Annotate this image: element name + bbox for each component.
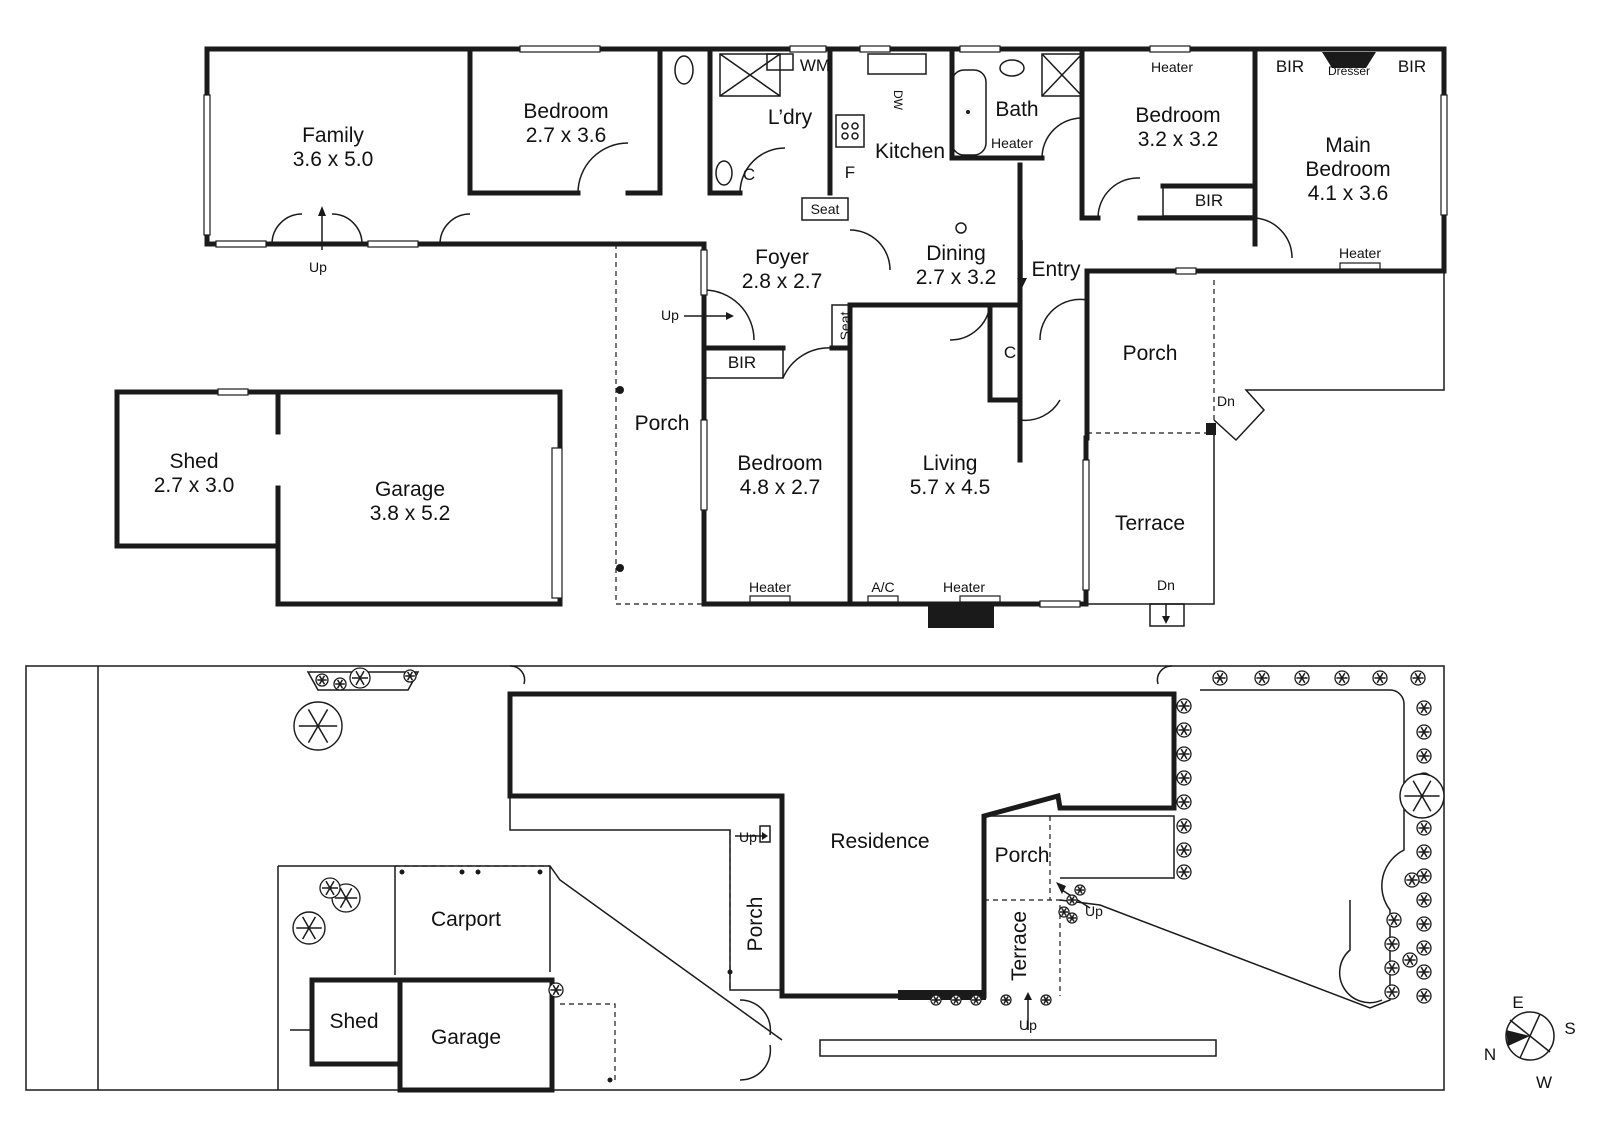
bedroom2-label: Bedroom [1135, 104, 1220, 127]
porch-side-label: Porch [635, 412, 690, 435]
terrace-label: Terrace [1115, 512, 1185, 535]
family-label: Family [302, 124, 364, 147]
up-label-foyer: Up [661, 307, 679, 323]
dn-label-porch: Dn [1217, 393, 1235, 409]
cupboard-label-1: C [743, 165, 755, 184]
compass-n: N [1484, 1045, 1496, 1064]
site-porch-label: Porch [995, 844, 1050, 867]
heater-label-1: Heater [1151, 59, 1193, 75]
carport-label: Carport [431, 908, 501, 931]
entry-label: Entry [1031, 258, 1081, 281]
bir-label-3: BIR [1195, 191, 1223, 210]
compass-rose: E S N W [1484, 993, 1576, 1092]
main-bedroom-label-2: Bedroom [1305, 158, 1390, 181]
shed-label: Shed [169, 450, 218, 473]
heater-label-2: Heater [991, 135, 1033, 151]
dining-dims: 2.7 x 3.2 [916, 266, 997, 289]
fridge-label: F [845, 163, 855, 182]
bir-label-2: BIR [1398, 57, 1426, 76]
site-garage-label: Garage [431, 1026, 501, 1049]
site-shed-label: Shed [329, 1010, 378, 1033]
heater-label-3: Heater [1339, 245, 1381, 261]
wm-label: WM [800, 56, 830, 75]
heater-label-4: Heater [749, 579, 791, 595]
site-terrace-label: Terrace [1008, 911, 1031, 981]
site-plan [25, 665, 1445, 1093]
residence-label: Residence [830, 830, 929, 853]
bedroom3-dims: 4.8 x 2.7 [740, 476, 821, 499]
family-dims: 3.6 x 5.0 [293, 148, 374, 171]
shed-dims: 2.7 x 3.0 [154, 474, 235, 497]
dw-label: DW [891, 90, 905, 111]
shed-garage-floor-plan [114, 388, 563, 607]
up-label-family: Up [309, 259, 327, 275]
ac-label: A/C [871, 579, 894, 595]
main-bedroom-label-1: Main [1325, 134, 1371, 157]
bedroom1-dims: 2.7 x 3.6 [526, 124, 607, 147]
bedroom3-label: Bedroom [737, 452, 822, 475]
site-vegetation [292, 667, 1445, 1006]
site-porch-side-label: Porch [744, 897, 767, 952]
porch-front-label: Porch [1123, 342, 1178, 365]
dresser-label: Dresser [1328, 64, 1370, 78]
seat-label-2: Seat [837, 311, 853, 340]
kitchen-label: Kitchen [875, 140, 945, 163]
foyer-dims: 2.8 x 2.7 [742, 270, 823, 293]
site-labels: Residence Porch Porch Terrace Carport Sh… [329, 829, 1103, 1049]
site-up-label-1: Up [739, 829, 757, 845]
bedroom1-label: Bedroom [523, 100, 608, 123]
dn-label-terrace: Dn [1157, 577, 1175, 593]
room-labels: Family 3.6 x 5.0 Bedroom 2.7 x 3.6 L’dry… [154, 98, 1391, 535]
main-bedroom-dims: 4.1 x 3.6 [1308, 182, 1389, 205]
bir-label-4: BIR [728, 353, 756, 372]
living-label: Living [923, 452, 978, 475]
seat-label-1: Seat [811, 201, 840, 217]
compass-w: W [1536, 1073, 1552, 1092]
compass-s: S [1564, 1019, 1575, 1038]
laundry-label: L’dry [768, 106, 813, 129]
bedroom2-dims: 3.2 x 3.2 [1138, 128, 1219, 151]
bath-label: Bath [995, 98, 1038, 121]
heater-label-5: Heater [943, 579, 985, 595]
garage-label: Garage [375, 478, 445, 501]
bir-label-1: BIR [1276, 57, 1304, 76]
living-dims: 5.7 x 4.5 [910, 476, 991, 499]
fixture-labels: WM DW F C C Seat Seat BIR Dresser BIR BI… [309, 56, 1426, 595]
house-floor-plan [203, 45, 1448, 628]
dining-label: Dining [926, 242, 986, 265]
site-up-label-2: Up [1019, 1017, 1037, 1033]
compass-e: E [1512, 993, 1523, 1012]
foyer-label: Foyer [755, 246, 809, 269]
garage-dims: 3.8 x 5.2 [370, 502, 451, 525]
cupboard-label-2: C [1004, 343, 1016, 362]
site-up-label-3: Up [1085, 903, 1103, 919]
